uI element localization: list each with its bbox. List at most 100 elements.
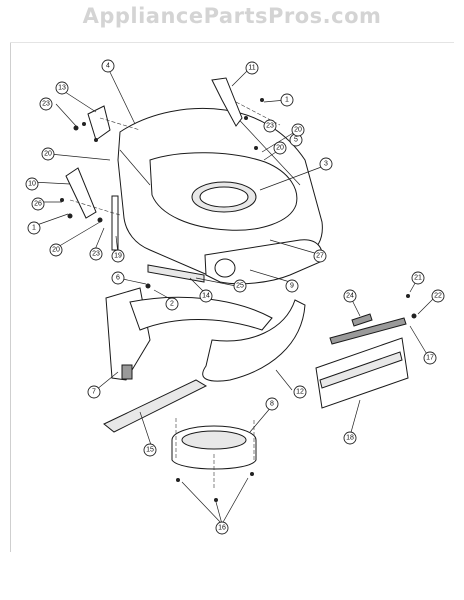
support-rod: [111, 195, 119, 251]
part-callouts: 1234567891011121314151617181920212223242…: [25, 59, 445, 535]
side-bracket: [65, 167, 97, 219]
callout-23: 23: [89, 247, 103, 261]
callout-bubble: [165, 297, 179, 311]
callout-bubble: [285, 279, 299, 293]
callout-bubble: [89, 247, 103, 261]
callout-18: 18: [343, 431, 357, 445]
callout-label: 20: [52, 247, 60, 254]
callout-label: 20: [44, 151, 52, 158]
mulch-bracket: [87, 105, 111, 141]
callout-label: 2: [170, 301, 174, 308]
callout-26: 26: [31, 197, 45, 211]
callout-bubble: [263, 119, 277, 133]
callout-20: 20: [291, 123, 305, 137]
callout-13: 13: [55, 81, 69, 95]
callout-bubble: [111, 271, 125, 285]
callout-bubble: [431, 289, 445, 303]
callout-label: 14: [202, 293, 210, 300]
callout-11: 11: [245, 61, 259, 75]
rail-plate: [103, 379, 208, 433]
callout-bubble: [101, 59, 115, 73]
callout-label: 1: [285, 97, 289, 104]
callout-label: 13: [58, 85, 66, 92]
callout-label: 11: [248, 65, 255, 72]
callout-23: 23: [263, 119, 277, 133]
callout-bubble: [25, 177, 39, 191]
callout-15: 15: [143, 443, 157, 457]
rear-bracket: [211, 77, 243, 127]
callout-bubble: [411, 271, 425, 285]
callout-14: 14: [199, 289, 213, 303]
upper-baffle: [129, 296, 273, 331]
callout-bubble: [143, 443, 157, 457]
callout-label: 22: [434, 293, 442, 300]
callout-20: 20: [41, 147, 55, 161]
callout-label: 19: [114, 253, 122, 260]
chute-bracket-tab: [121, 364, 133, 380]
callout-label: 9: [290, 283, 294, 290]
callout-8: 8: [265, 397, 279, 411]
callout-12: 12: [293, 385, 307, 399]
frame-top-border: [10, 42, 454, 43]
callout-label: 20: [276, 145, 284, 152]
callout-24: 24: [343, 289, 357, 303]
torsion-spring: [351, 313, 373, 327]
callout-23: 23: [39, 97, 53, 111]
callout-1: 1: [27, 221, 41, 235]
callout-bubble: [343, 431, 357, 445]
frame-left-border: [10, 42, 11, 552]
callout-label: 1: [32, 225, 36, 232]
callout-10: 10: [25, 177, 39, 191]
assembly-line-5: [99, 117, 141, 131]
callout-label: 27: [316, 253, 324, 260]
callout-bubble: [111, 249, 125, 263]
callout-20: 20: [273, 141, 287, 155]
callout-bubble: [27, 221, 41, 235]
callout-bubble: [273, 141, 287, 155]
callout-bubble: [55, 81, 69, 95]
callout-2: 2: [165, 297, 179, 311]
callout-bubble: [293, 385, 307, 399]
callout-label: 17: [426, 355, 434, 362]
callout-label: 4: [106, 63, 110, 70]
callout-bubble: [343, 289, 357, 303]
callout-label: 10: [28, 181, 36, 188]
callout-label: 8: [270, 401, 274, 408]
callout-bubble: [423, 351, 437, 365]
callout-4: 4: [101, 59, 115, 73]
callout-16: 16: [215, 521, 229, 535]
callout-bubble: [265, 397, 279, 411]
curved-baffle: [202, 299, 306, 382]
callout-bubble: [319, 157, 333, 171]
callout-label: 26: [34, 201, 42, 208]
callout-label: 3: [324, 161, 328, 168]
callout-bubble: [49, 243, 63, 257]
callout-label: 20: [294, 127, 302, 134]
callout-bubble: [31, 197, 45, 211]
callout-label: 23: [266, 123, 274, 130]
callout-bubble: [313, 249, 327, 263]
assembly-line-6: [235, 101, 281, 126]
callout-22: 22: [431, 289, 445, 303]
callout-label: 24: [346, 293, 354, 300]
callout-label: 16: [218, 525, 226, 532]
callout-bubble: [291, 123, 305, 137]
callout-17: 17: [423, 351, 437, 365]
callout-bubble: [39, 97, 53, 111]
callout-21: 21: [411, 271, 425, 285]
callout-27: 27: [313, 249, 327, 263]
callout-label: 18: [346, 435, 354, 442]
callout-label: 7: [92, 389, 96, 396]
callout-bubble: [41, 147, 55, 161]
callout-6: 6: [111, 271, 125, 285]
callout-9: 9: [285, 279, 299, 293]
callout-bubble: [280, 93, 294, 107]
callout-label: 21: [414, 275, 422, 282]
callout-label: 23: [42, 101, 50, 108]
callout-7: 7: [87, 385, 101, 399]
rear-door-lip: [319, 351, 403, 389]
callout-1: 1: [280, 93, 294, 107]
assembly-line-4: [69, 199, 121, 216]
site-brand-watermark: AppliancePartsPros.com: [82, 4, 382, 28]
